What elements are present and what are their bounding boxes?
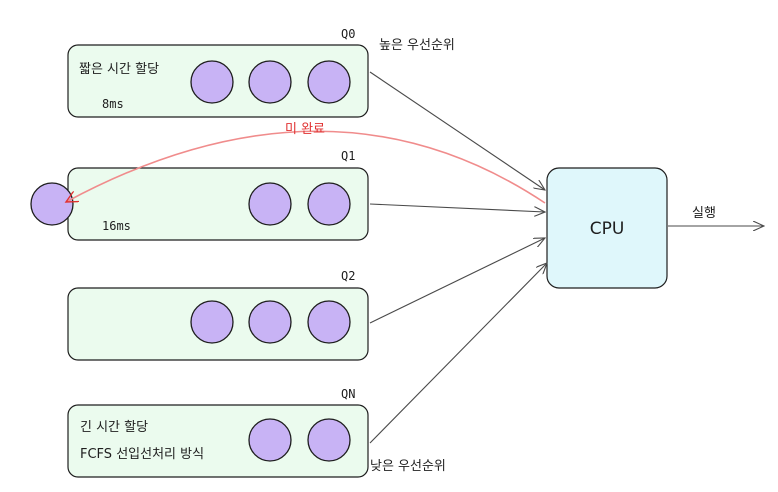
queue-qn-priority: 낮은 우선순위: [370, 459, 446, 474]
queue-qn-box: [67, 404, 369, 478]
queue-qn-text-line1: 긴 시간 할당: [80, 420, 148, 435]
cpu-label: CPU: [590, 219, 625, 239]
queue-q0-text-line2: 8ms: [102, 97, 124, 111]
process-circle: [307, 418, 351, 462]
arrow-qn-to-cpu: [369, 263, 547, 444]
cpu-node: CPU: [546, 167, 668, 289]
queue-q0-text-line1: 짧은 시간 할당: [79, 62, 159, 77]
arrow-feedback: [66, 130, 546, 204]
process-circle: [307, 182, 351, 226]
queue-qn-text-line2: FCFS 선입선처리 방식: [80, 447, 204, 462]
queue-q0-id: Q0: [341, 27, 355, 41]
queue-q1: Q1 16ms: [67, 149, 369, 241]
arrow-q0-to-cpu: [369, 71, 545, 190]
queue-q1-text-line2: 16ms: [102, 219, 131, 233]
process-circle: [248, 60, 292, 104]
process-circle: [248, 182, 292, 226]
process-circle: [307, 60, 351, 104]
queue-q1-id: Q1: [341, 149, 355, 163]
arrow-q2-to-cpu: [369, 238, 545, 324]
process-circle: [307, 300, 351, 344]
process-circle: [190, 300, 234, 344]
queue-q0-priority: 높은 우선순위: [379, 38, 455, 53]
demoted-process-circle: [30, 182, 74, 226]
process-circle: [248, 300, 292, 344]
arrow-q1-to-cpu: [369, 203, 545, 212]
queue-q2: Q2: [67, 269, 369, 361]
queue-qn-id: QN: [341, 387, 355, 401]
queue-q2-id: Q2: [341, 269, 355, 283]
process-circle: [190, 60, 234, 104]
queue-qn: QN 긴 시간 할당 FCFS 선입선처리 방식 낮은 우선순위: [67, 387, 446, 478]
cpu-box: [546, 167, 668, 289]
feedback-label: 미 완료: [285, 122, 325, 137]
queue-q0: Q0 높은 우선순위 짧은 시간 할당 8ms: [67, 27, 455, 118]
process-circle: [248, 418, 292, 462]
output-label: 실행: [692, 205, 716, 221]
